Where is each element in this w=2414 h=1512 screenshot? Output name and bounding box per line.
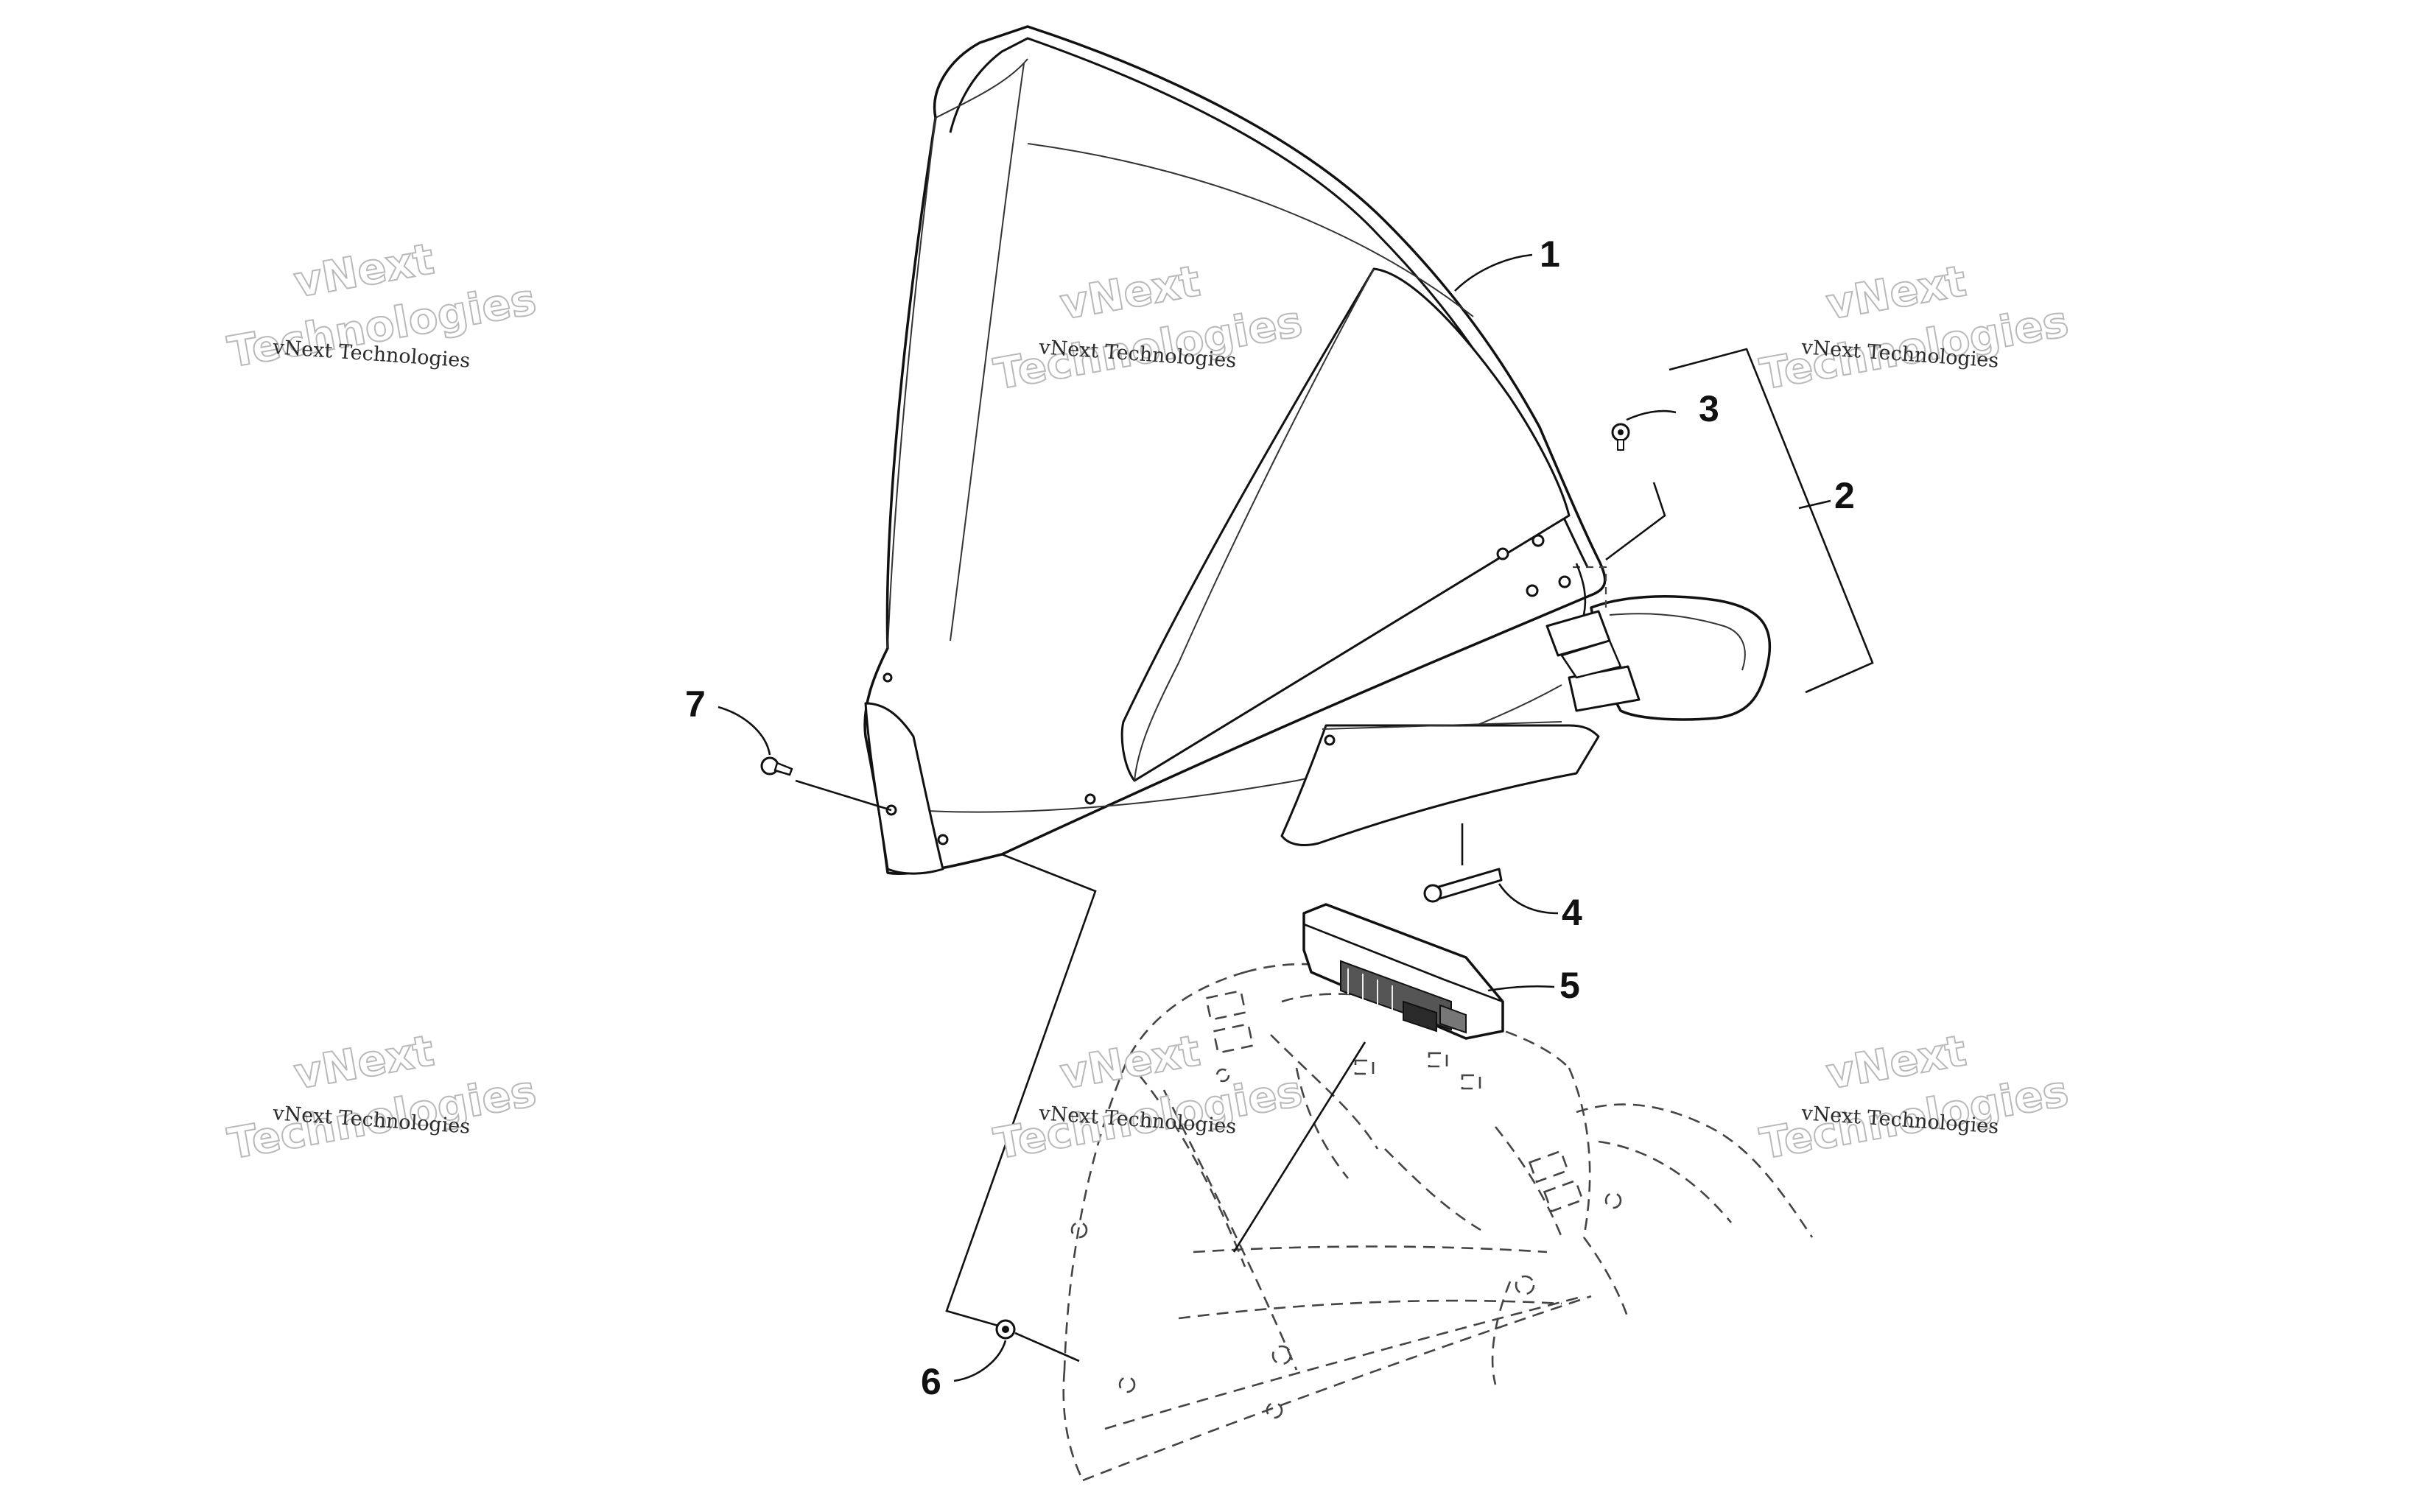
well-nut (995, 1319, 1016, 1340)
leader-line-1 (1454, 253, 1533, 292)
hood-fastener-holes (1070, 1068, 1622, 1419)
hood-outline-dashed (1062, 963, 1814, 1482)
side-mirror (1545, 563, 1772, 721)
instrument-module (1302, 903, 1504, 1040)
watermark-bottom-center: vNext Technologies (989, 1024, 1306, 1170)
leader-line-7 (717, 706, 771, 756)
callout-3: 3 (1699, 388, 1719, 429)
watermark-top-right: vNext Technologies (1755, 255, 2072, 400)
callout-1: 1 (1540, 233, 1560, 275)
callout-2: 2 (1834, 475, 1855, 516)
leader-line-6-mount (1014, 1332, 1080, 1362)
push-clip (1423, 868, 1503, 903)
callout-5: 5 (1559, 965, 1580, 1006)
windshield-mount-holes (883, 534, 1571, 845)
watermark-bottom-left: vNext Technologies (223, 1024, 540, 1170)
leader-line-6-bracket (945, 853, 1097, 1327)
windshield (863, 25, 1607, 876)
leader-line-5 (1487, 985, 1555, 992)
callout-7: 7 (685, 683, 706, 725)
mirror-screw (1611, 423, 1630, 451)
leader-line-7-mount (795, 779, 892, 812)
windshield-screw (760, 756, 793, 776)
leader-line-4-label (1498, 883, 1559, 915)
leader-line-3-mount (1605, 482, 1666, 561)
leader-line-3 (1626, 409, 1677, 421)
watermark-brand: vNext (1056, 256, 1204, 329)
watermark-bottom-right: vNext Technologies (1755, 1024, 2072, 1170)
callout-4: 4 (1562, 892, 1582, 933)
callout-6: 6 (921, 1361, 941, 1402)
leader-line-6 (953, 1340, 1007, 1382)
leader-line-5-mount (1232, 1041, 1366, 1253)
leader-line-2 (1798, 499, 1831, 510)
